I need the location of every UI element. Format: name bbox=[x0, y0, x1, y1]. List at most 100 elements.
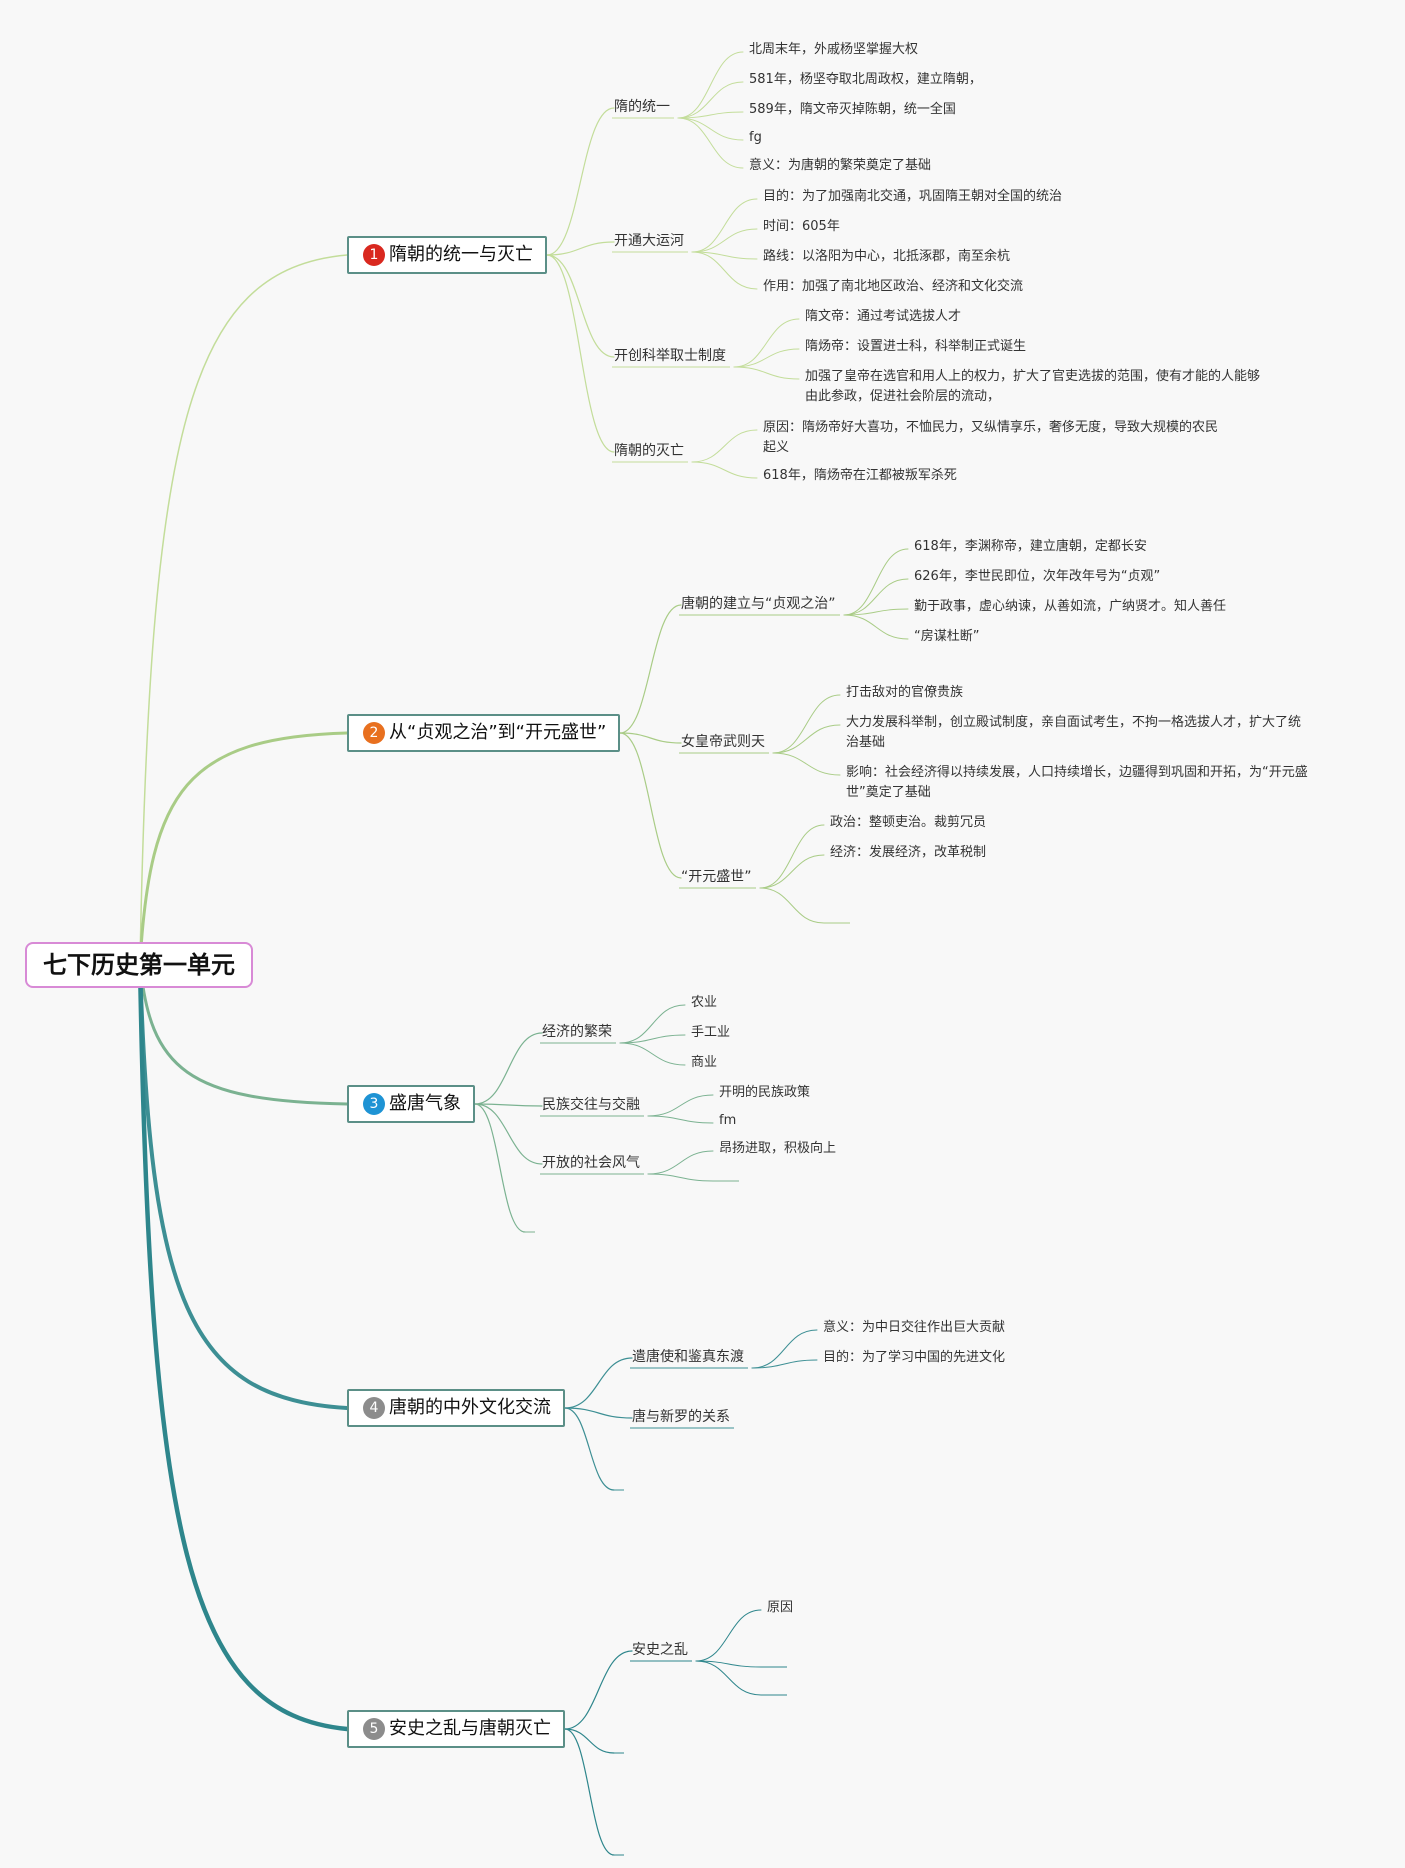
branch-link bbox=[474, 1103, 543, 1107]
leaf-link bbox=[733, 348, 800, 368]
subtopic[interactable]: 开通大运河 bbox=[614, 233, 684, 249]
leaf-topic[interactable]: 大力发展科举制，创立殿试制度，亲自面试考生，不拘一格选拔人才，扩大了统 治基础 bbox=[846, 715, 1302, 750]
leaf-link bbox=[677, 117, 744, 169]
leaf-topic[interactable]: 589年，隋文帝灭掉陈朝，统一全国 bbox=[749, 102, 956, 117]
leaf-link bbox=[759, 854, 825, 889]
leaf-topic[interactable]: “房谋杜断” bbox=[914, 629, 980, 644]
leaf-topic[interactable]: 打击敌对的官僚贵族 bbox=[846, 685, 964, 700]
leaf-topic[interactable]: 目的：为了学习中国的先进文化 bbox=[823, 1350, 1006, 1365]
leaf-topic[interactable]: 时间：605年 bbox=[763, 219, 840, 234]
root-topic[interactable]: 七下历史第一单元 bbox=[25, 942, 253, 988]
leaf-topic[interactable]: 昂扬进取，积极向上 bbox=[719, 1141, 837, 1156]
leaf-topic[interactable]: fg bbox=[749, 130, 762, 145]
subtopic[interactable]: 遣唐使和鉴真东渡 bbox=[632, 1349, 744, 1365]
branch-link bbox=[546, 254, 615, 453]
branch-link bbox=[564, 1728, 615, 1856]
leaf-link bbox=[843, 578, 909, 616]
leaf-topic[interactable]: 路线：以洛阳为中心，北抵涿郡，南至余杭 bbox=[763, 249, 1011, 264]
number-badge-icon: 3 bbox=[363, 1093, 385, 1115]
leaf-link bbox=[843, 608, 909, 616]
leaf-topic[interactable]: 目的：为了加强南北交通，巩固隋王朝对全国的统治 bbox=[763, 189, 1063, 204]
branch-link bbox=[474, 1103, 543, 1165]
leaf-topic[interactable]: 原因：隋炀帝好大喜功，不恤民力，又纵情享乐，奢侈无度，导致大规模的农民 起义 bbox=[763, 420, 1219, 455]
leaf-link bbox=[751, 1359, 818, 1369]
leaf-topic[interactable]: 北周末年，外戚杨坚掌握大权 bbox=[749, 42, 919, 57]
leaf-topic[interactable]: 原因 bbox=[767, 1600, 794, 1615]
subtopic[interactable]: 唐朝的建立与“贞观之治” bbox=[681, 596, 836, 612]
subtopic[interactable]: 民族交往与交融 bbox=[542, 1097, 640, 1113]
leaf-topic[interactable]: 加强了皇帝在选官和用人上的权力，扩大了官吏选拔的范围，使有才能的人能够 由此参政… bbox=[805, 369, 1261, 404]
leaf-link bbox=[691, 461, 758, 479]
leaf-link bbox=[691, 429, 758, 463]
main-topic-label: 隋朝的统一与灭亡 bbox=[389, 244, 533, 265]
root-link-3 bbox=[138, 961, 349, 1106]
leaf-topic[interactable]: 581年，杨坚夺取北周政权，建立隋朝， bbox=[749, 72, 982, 87]
subtopic[interactable]: 安史之乱 bbox=[632, 1642, 688, 1658]
leaf-topic[interactable]: 作用：加强了南北地区政治、经济和文化交流 bbox=[763, 279, 1024, 294]
branch-link bbox=[474, 1032, 543, 1105]
subtopic[interactable]: 隋的统一 bbox=[614, 99, 670, 115]
number-badge-icon: 4 bbox=[363, 1397, 385, 1419]
leaf-link bbox=[691, 228, 758, 253]
subtopic[interactable]: 女皇帝武则天 bbox=[681, 734, 765, 750]
leaf-link bbox=[677, 111, 744, 119]
leaf-link bbox=[647, 1150, 714, 1175]
leaf-link bbox=[695, 1609, 762, 1662]
leaf-topic[interactable]: 商业 bbox=[691, 1055, 718, 1070]
leaf-link bbox=[695, 1660, 762, 1668]
main-topic-label: 安史之乱与唐朝灭亡 bbox=[389, 1718, 551, 1739]
leaf-topic[interactable]: 意义：为中日交往作出巨大贡献 bbox=[823, 1320, 1006, 1335]
root-link-4 bbox=[138, 961, 349, 1410]
number-badge-icon: 2 bbox=[363, 722, 385, 744]
main-topic-label: 唐朝的中外文化交流 bbox=[389, 1397, 551, 1418]
leaf-link bbox=[772, 752, 841, 776]
subtopic[interactable]: 开创科举取士制度 bbox=[614, 348, 726, 364]
branch-link bbox=[546, 241, 615, 256]
leaf-link bbox=[759, 824, 825, 889]
leaf-link bbox=[733, 366, 800, 380]
subtopic[interactable]: 开放的社会风气 bbox=[542, 1155, 640, 1171]
subtopic[interactable]: “开元盛世” bbox=[681, 869, 752, 885]
subtopic[interactable]: 经济的繁荣 bbox=[542, 1024, 612, 1040]
root-link-2 bbox=[138, 731, 349, 965]
leaf-topic[interactable]: 626年，李世民即位，次年改年号为“贞观” bbox=[914, 569, 1161, 584]
leaf-link bbox=[677, 117, 744, 141]
leaf-topic[interactable]: 开明的民族政策 bbox=[719, 1085, 811, 1100]
leaf-topic[interactable]: 手工业 bbox=[691, 1025, 731, 1040]
leaf-link bbox=[619, 1034, 686, 1044]
branch-link bbox=[564, 1728, 615, 1754]
branch-link bbox=[474, 1103, 526, 1233]
leaf-topic[interactable]: 影响：社会经济得以持续发展，人口持续增长，边疆得到巩固和开拓，为“开元盛 世”奠… bbox=[846, 765, 1308, 800]
leaf-topic[interactable]: 意义：为唐朝的繁荣奠定了基础 bbox=[749, 158, 932, 173]
subtopic[interactable]: 唐与新罗的关系 bbox=[632, 1409, 730, 1425]
leaf-topic[interactable]: 618年，李渊称帝，建立唐朝，定都长安 bbox=[914, 539, 1147, 554]
leaf-link bbox=[843, 614, 909, 640]
branch-link bbox=[564, 1407, 615, 1491]
subtopic[interactable]: 隋朝的灭亡 bbox=[614, 443, 684, 459]
leaf-link bbox=[843, 548, 909, 616]
leaf-topic[interactable]: fm bbox=[719, 1113, 737, 1128]
leaf-link bbox=[691, 251, 758, 290]
leaf-link bbox=[695, 1660, 762, 1696]
branch-link bbox=[619, 732, 682, 744]
leaf-topic[interactable]: 政治：整顿吏治。裁剪冗员 bbox=[830, 815, 987, 830]
branch-link bbox=[546, 254, 615, 358]
branch-link bbox=[619, 604, 682, 734]
leaf-topic[interactable]: 农业 bbox=[691, 995, 718, 1010]
branch-link bbox=[564, 1357, 633, 1409]
leaf-topic[interactable]: 隋炀帝：设置进士科，科举制正式诞生 bbox=[805, 339, 1027, 354]
leaf-link bbox=[751, 1329, 818, 1369]
leaf-link bbox=[677, 81, 744, 119]
number-badge-icon: 5 bbox=[363, 1718, 385, 1740]
leaf-topic[interactable]: 618年，隋炀帝在江都被叛军杀死 bbox=[763, 468, 957, 483]
leaf-topic[interactable]: 勤于政事，虚心纳谏，从善如流，广纳贤才。知人善任 bbox=[914, 599, 1227, 614]
root-link-5 bbox=[137, 960, 350, 1732]
leaf-topic[interactable]: 隋文帝：通过考试选拔人才 bbox=[805, 309, 962, 324]
leaf-topic[interactable]: 经济：发展经济，改革税制 bbox=[830, 845, 987, 860]
